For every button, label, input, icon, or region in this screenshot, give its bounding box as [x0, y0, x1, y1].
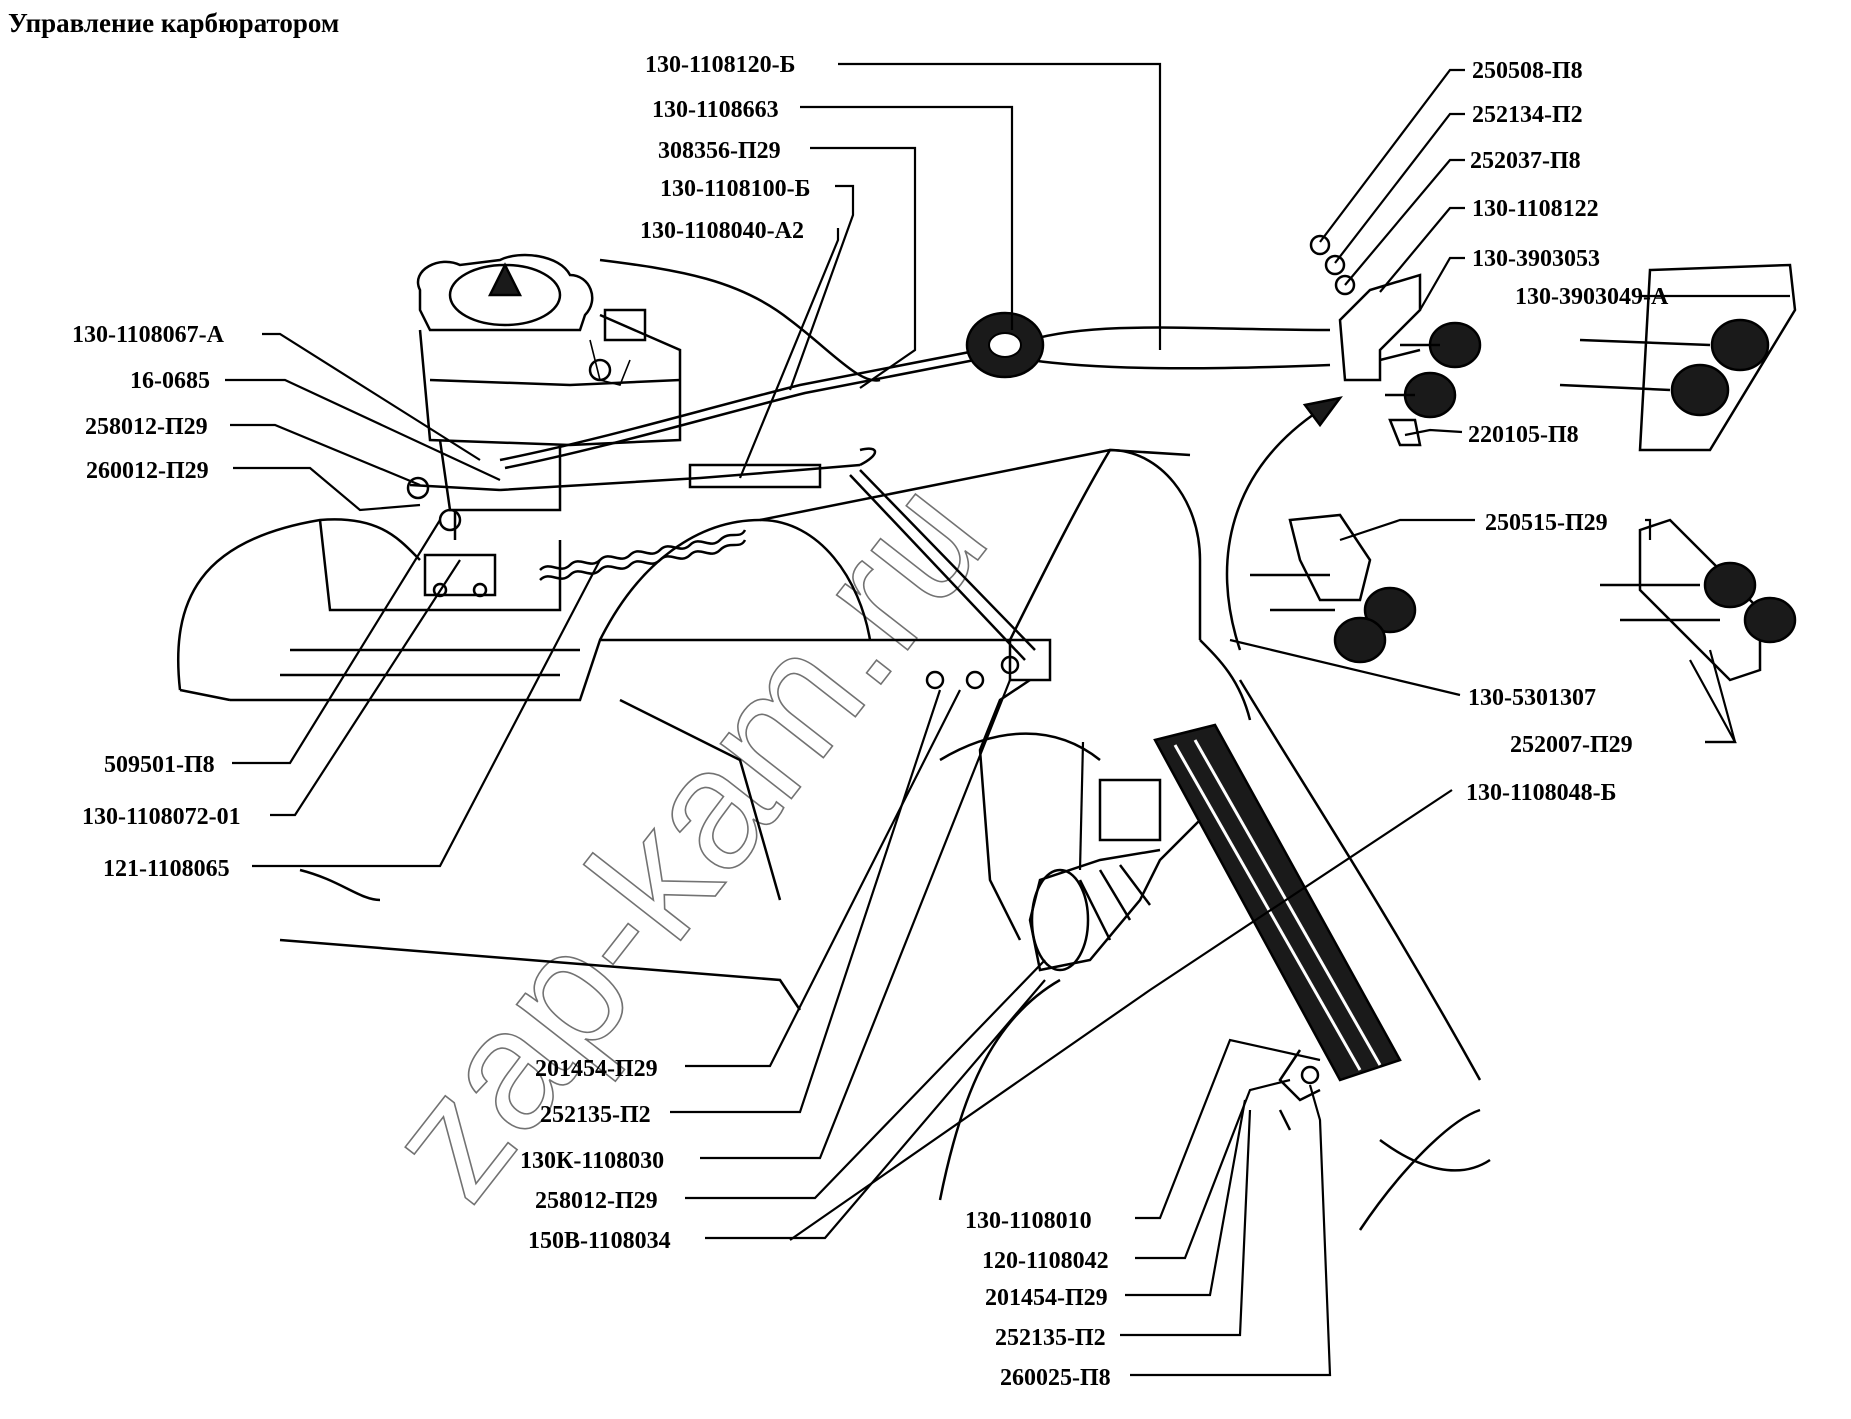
leader-lines	[225, 62, 1790, 1377]
label-250515-p29: 250515-П29	[1485, 510, 1608, 536]
label-201454-p29-left: 201454-П29	[535, 1056, 658, 1082]
return-spring	[539, 529, 747, 581]
label-258012-p29-upper: 258012-П29	[85, 414, 208, 440]
label-130-1108048-b: 130-1108048-Б	[1466, 780, 1617, 806]
label-120-1108042: 120-1108042	[982, 1248, 1109, 1274]
label-121-1108065: 121-1108065	[103, 856, 230, 882]
carburetor	[416, 253, 682, 598]
engine-body-outline	[176, 448, 1491, 1231]
accelerator-pedal	[1153, 723, 1402, 1131]
label-130-1108120-b: 130-1108120-Б	[645, 52, 796, 78]
label-250508-p8: 250508-П8	[1472, 58, 1583, 84]
label-252037-p8: 252037-П8	[1470, 148, 1581, 174]
label-150v-1108034: 150В-1108034	[528, 1228, 671, 1254]
curved-arrow	[1225, 396, 1343, 651]
label-130-1108072-01: 130-1108072-01	[82, 804, 241, 830]
label-252135-p2-left: 252135-П2	[540, 1102, 651, 1128]
label-130-5301307: 130-5301307	[1468, 685, 1596, 711]
label-130-1108663: 130-1108663	[652, 97, 779, 123]
throttle-rod-assembly	[406, 447, 1052, 941]
control-cables	[499, 258, 1331, 470]
label-130-1108122: 130-1108122	[1472, 196, 1599, 222]
label-252007-p29: 252007-П29	[1510, 732, 1633, 758]
part-labels: 130-1108120-Б 130-1108663 308356-П29 130…	[72, 52, 1669, 1391]
label-130-1108067-a: 130-1108067-А	[72, 322, 225, 348]
watermark: zap-kam.ru	[349, 446, 1022, 1233]
label-130-1108100-b: 130-1108100-Б	[660, 176, 811, 202]
cable-grommet	[965, 311, 1045, 379]
label-308356-p29: 308356-П29	[658, 138, 781, 164]
label-16-0685: 16-0685	[130, 368, 210, 394]
label-220105-p8: 220105-П8	[1468, 422, 1579, 448]
label-252135-p2-right: 252135-П2	[995, 1325, 1106, 1351]
page-title: Управление карбюратором	[8, 8, 340, 38]
pedal-boot	[1028, 778, 1201, 972]
instrument-panel-plate	[1559, 263, 1797, 452]
label-260012-p29: 260012-П29	[86, 458, 209, 484]
label-201454-p29-right: 201454-П29	[985, 1285, 1108, 1311]
label-252134-p2: 252134-П2	[1472, 102, 1583, 128]
label-509501-p8: 509501-П8	[104, 752, 215, 778]
label-260025-p8: 260025-П8	[1000, 1365, 1111, 1391]
label-258012-p29-lower: 258012-П29	[535, 1188, 658, 1214]
label-130-3903049-a: 130-3903049-А	[1515, 284, 1669, 310]
label-130-1108040-a2: 130-1108040-А2	[640, 218, 804, 244]
knob-bracket-upper	[1309, 234, 1482, 447]
knob-bracket-lower-left	[1250, 513, 1417, 664]
label-130k-1108030: 130К-1108030	[520, 1148, 664, 1174]
label-130-3903053: 130-3903053	[1472, 246, 1600, 272]
label-130-1108010: 130-1108010	[965, 1208, 1092, 1234]
knob-bracket-lower-right	[1600, 518, 1797, 682]
